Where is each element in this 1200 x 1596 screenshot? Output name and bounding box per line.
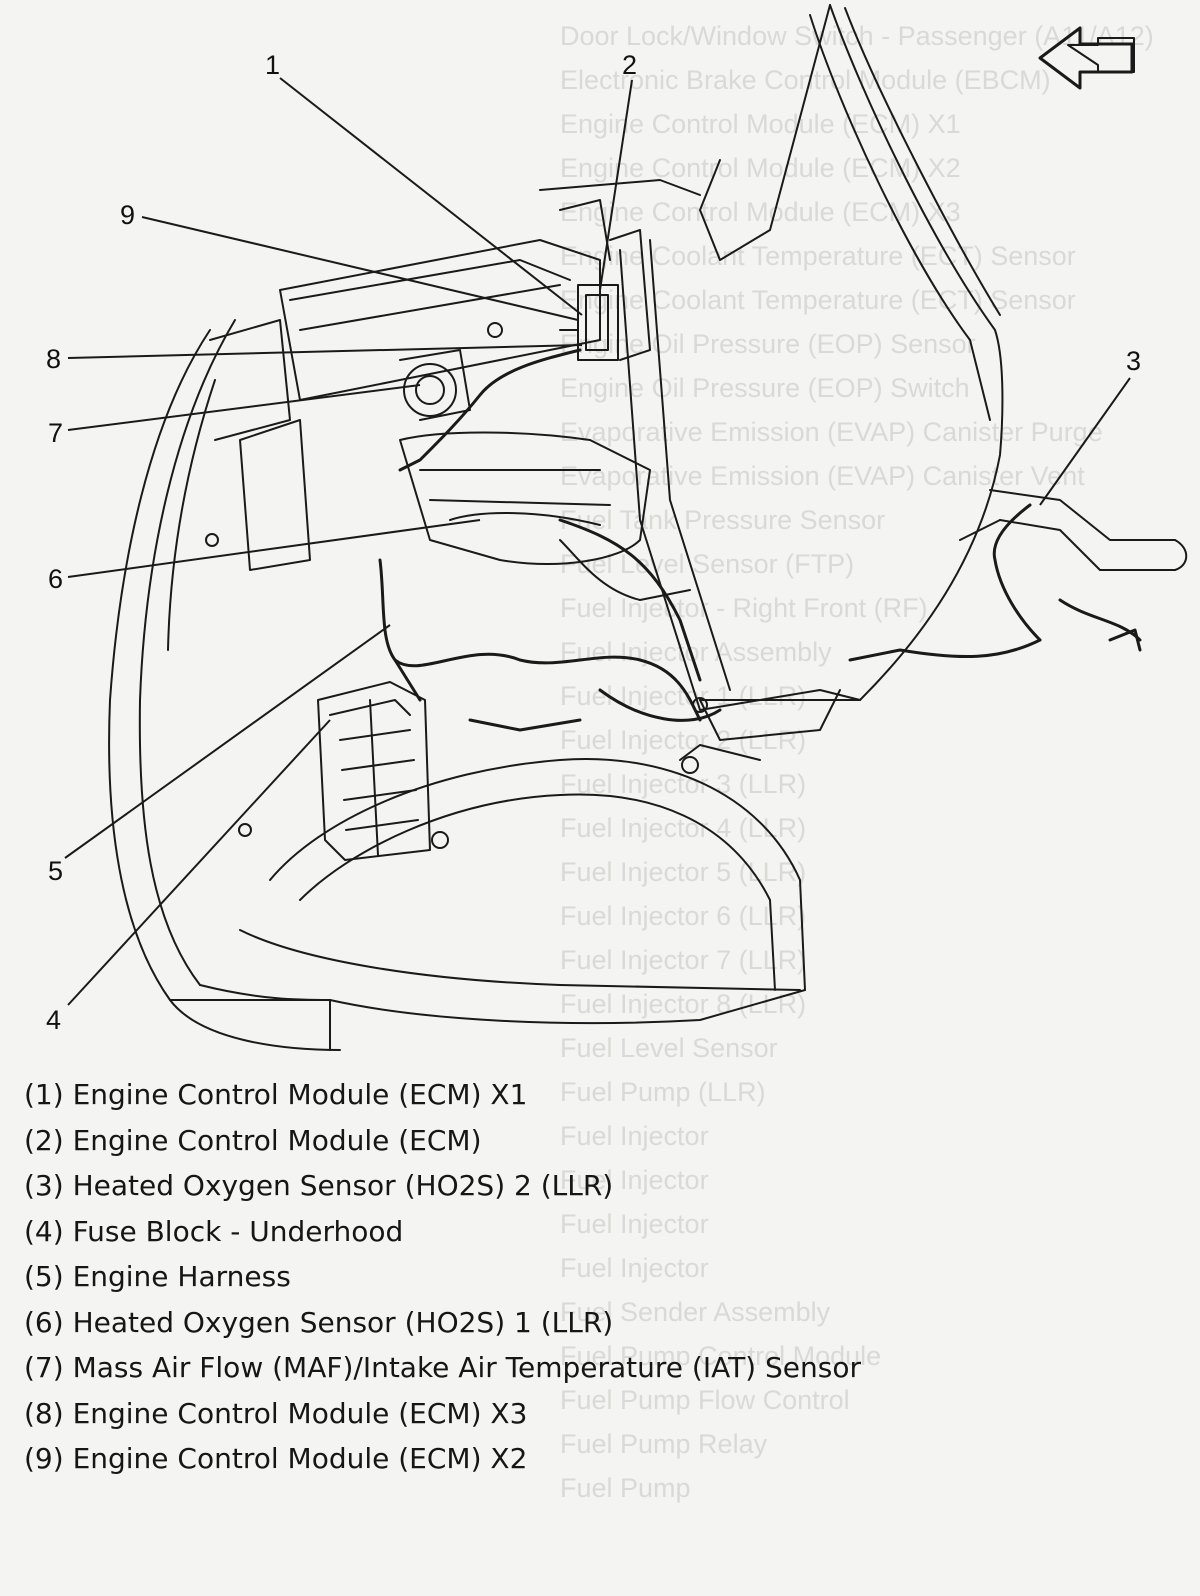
ho2s-2-sensor [848, 503, 1142, 662]
front-fascia [108, 319, 341, 1051]
leader-2 [599, 79, 633, 291]
frame-rail [619, 239, 861, 741]
engine-compartment-diagram [64, 4, 1188, 1051]
ecm-module [559, 229, 651, 361]
radiator-support [209, 179, 701, 571]
leader-3 [1039, 377, 1131, 506]
callout-6: 6 [48, 564, 64, 594]
hood-panel [699, 4, 1004, 701]
callout-9: 9 [120, 200, 136, 230]
callout-3: 3 [1126, 346, 1142, 376]
callout-1: 1 [265, 50, 281, 80]
callout-4: 4 [46, 1005, 62, 1035]
engine-assembly [399, 349, 691, 601]
leader-6 [67, 519, 481, 578]
mounting-bolts [205, 322, 708, 849]
callout-7: 7 [48, 418, 64, 448]
legend-item: (2) Engine Control Module (ECM) [24, 1123, 482, 1157]
legend-item: (4) Fuse Block - Underhood [24, 1214, 404, 1248]
leader-1 [279, 77, 583, 316]
leader-8 [67, 344, 583, 359]
legend-item: (9) Engine Control Module (ECM) X2 [24, 1442, 528, 1475]
legend-item: (3) Heated Oxygen Sensor (HO2S) 2 (LLR) [24, 1169, 614, 1202]
leader-4 [67, 719, 331, 1006]
fuse-block [317, 681, 431, 861]
leader-9 [141, 216, 579, 321]
legend-item: (5) Engine Harness [24, 1260, 291, 1293]
callout-8: 8 [46, 344, 62, 374]
callout-2: 2 [622, 50, 638, 80]
engine-harness-wires [378, 348, 722, 732]
legend-item: (7) Mass Air Flow (MAF)/Intake Air Tempe… [24, 1351, 861, 1384]
component-legend: (1) Engine Control Module (ECM) X1 (2) E… [24, 1072, 861, 1482]
exhaust-pipe [959, 489, 1188, 571]
legend-item: (8) Engine Control Module (ECM) X3 [24, 1396, 528, 1430]
left-arrow-icon [1038, 26, 1135, 90]
leader-5 [64, 624, 391, 859]
inner-fender [239, 744, 806, 1025]
legend-item: (1) Engine Control Module (ECM) X1 [24, 1078, 528, 1111]
callout-5: 5 [48, 856, 64, 886]
leader-7 [67, 384, 421, 431]
legend-item: (6) Heated Oxygen Sensor (HO2S) 1 (LLR) [24, 1305, 614, 1339]
